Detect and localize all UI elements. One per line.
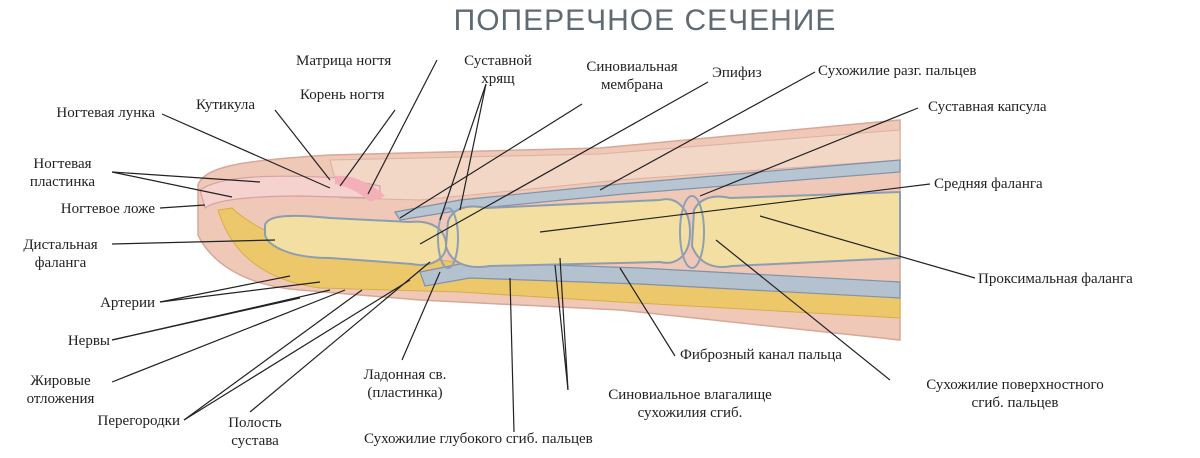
label-joint-cavity: Полость сустава [228,415,282,449]
label-nail-bed: Ногтевое ложе [60,201,155,217]
label-nail-root: Корень ногтя [300,87,385,103]
label-nerves: Нервы [67,333,110,349]
label-articular-cartilage: Суставной хрящ [464,53,532,87]
label-proximal-phalanx: Проксимальная фаланга [978,271,1133,287]
label-cuticle: Кутикула [196,97,256,113]
label-fibrous-canal: Фиброзный канал пальца [680,347,842,363]
label-fat-deposits: Жировые отложения [26,373,95,407]
label-palmar-plate: Ладонная св. (пластинка) [363,367,447,401]
leader-lines [111,59,976,433]
label-nail-matrix: Матрица ногтя [296,53,392,69]
label-synovial-sheath: Синовиальное влагалище сухожилия сгиб. [608,387,772,421]
extensor-tendon [394,159,901,221]
label-epiphysis: Эпифиз [712,65,762,81]
fat-pad [217,207,901,319]
label-nail-plate: Ногтевая пластинка [29,156,96,190]
nail-matrix [335,175,385,202]
label-joint-capsule: Суставная капсула [928,99,1047,115]
label-superficial-flexor: Сухожилие поверхностного сгиб. пальцев [926,377,1104,411]
label-nail-fold: Ногтевая лунка [56,105,155,121]
dip-joint-capsule [437,207,459,269]
label-distal-phalanx: Дистальная фаланга [23,237,98,271]
label-extensor-tendon: Сухожилие разг. пальцев [818,63,977,79]
proximal-phalanx-bone [690,190,901,268]
middle-phalanx-bone [444,198,692,268]
label-arteries: Артерии [100,295,155,311]
pip-joint-capsule [679,195,705,269]
diagram-title: ПОПЕРЕЧНОЕ СЕЧЕНИЕ [453,4,837,37]
label-synovial-membrane: Синовиальная мембрана [586,59,678,93]
label-septa: Перегородки [97,413,180,429]
label-middle-phalanx: Средняя фаланга [934,176,1043,192]
dorsal-tissue [329,129,901,201]
label-deep-flexor: Сухожилие глубокого сгиб. пальцев [364,431,593,447]
